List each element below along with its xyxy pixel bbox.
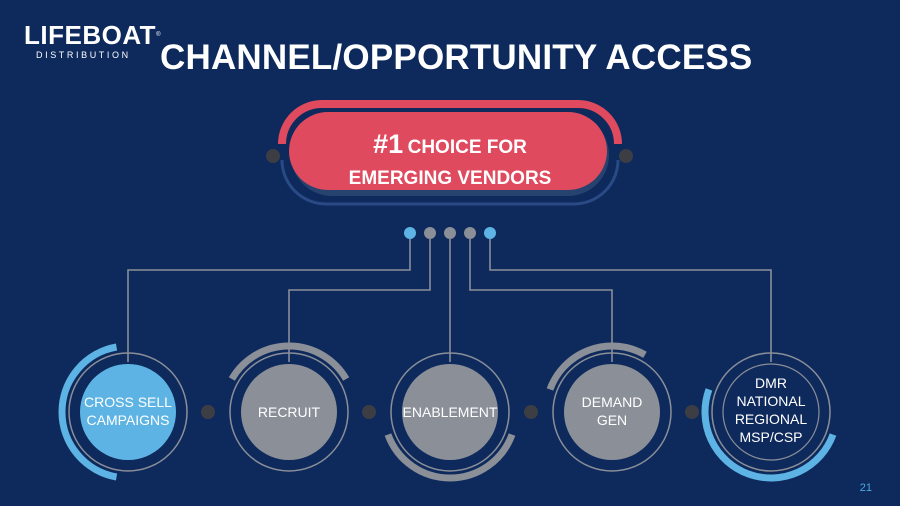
node-dmr [701,352,837,482]
connector-dot-1 [404,227,416,239]
connector-line-2 [288,239,431,362]
node-cross-sell-accent-arc [58,343,118,481]
connector-dot-3 [444,227,456,239]
connector-dots [404,227,496,239]
node-enablement-accent-arc [384,433,516,482]
node-dmr-outline-ring [711,352,831,472]
node-cross-sell-disc [80,364,176,460]
node-cross-sell-label: CROSS SELL CAMPAIGNS [84,394,172,428]
node-demand-label: DEMAND GEN [581,394,643,428]
connector-line-5 [489,239,772,362]
center-pill-text: #1 CHOICE FOR EMERGING VENDORS [290,129,610,194]
node-cross-sell [58,343,188,481]
node-dmr-label: DMR NATIONAL REGIONAL MSP/CSP [734,375,808,445]
connector-dot-5 [484,227,496,239]
center-pill [266,100,633,206]
between-dot-4 [685,405,699,419]
node-demand-accent-arc [546,342,647,391]
pill-outer-arc-bottom [280,159,620,206]
node-recruit-accent-arc [228,342,350,381]
nodes-layer [58,342,837,482]
node-enablement-label: ENABLEMENT [402,403,498,420]
node-cross-sell-outline-ring [68,352,188,472]
node-dmr-accent-arc [701,388,837,482]
page-title: CHANNEL/OPPORTUNITY ACCESS [160,38,753,77]
connector-line-4 [469,239,613,362]
page-number: 21 [859,482,872,494]
node-dmr-disc [722,363,820,461]
node-enablement-disc [402,364,498,460]
pill-outer-arc-top [278,100,622,145]
pill-right-dot [619,149,633,163]
pill-body [289,112,607,190]
between-dot-2 [362,405,376,419]
center-line1: CHOICE FOR [407,137,527,158]
node-demand-outline-ring [552,352,672,472]
center-line2: EMERGING VENDORS [348,168,552,189]
node-demand-disc [564,364,660,460]
connector-lines [127,239,772,362]
node-recruit [228,342,350,472]
node-recruit-outline-ring [229,352,349,472]
node-recruit-disc [241,364,337,460]
connector-dot-4 [464,227,476,239]
node-enablement-outline-ring [390,352,510,472]
between-dots [201,405,699,419]
node-recruit-label: RECRUIT [257,403,321,420]
between-dot-1 [201,405,215,419]
center-number: #1 [373,129,404,159]
logo-name: LIFEBOAT [24,20,157,50]
node-demand [546,342,672,472]
lifeboat-logo: LIFEBOAT® DISTRIBUTION [24,22,164,60]
connector-dot-2 [424,227,436,239]
logo-subtitle: DISTRIBUTION [36,50,131,60]
logo-wordmark: LIFEBOAT® [24,22,164,48]
connector-line-1 [127,239,411,362]
logo-trademark: ® [156,32,161,38]
node-enablement [384,352,516,482]
between-dot-3 [524,405,538,419]
pill-left-dot [266,149,280,163]
